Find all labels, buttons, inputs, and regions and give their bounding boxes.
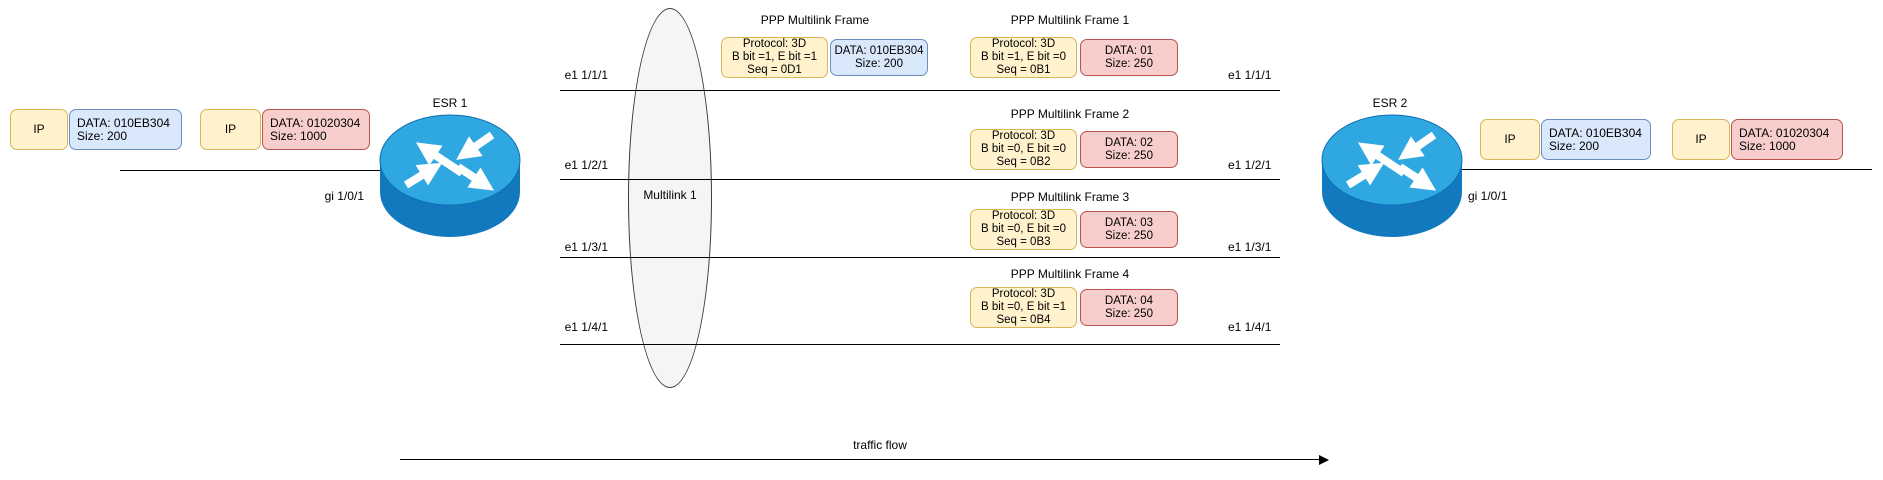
frame-protocol: Protocol: 3D [991, 288, 1056, 301]
interface-label-left-3: e1 1/3/1 [564, 240, 608, 254]
packet-ip-header: IP [1480, 119, 1540, 160]
multilink-bundle-ellipse [628, 8, 712, 388]
member-link-line-4 [560, 344, 1280, 346]
packet-ip-label: IP [33, 122, 45, 136]
router-name-right: ESR 2 [1372, 96, 1408, 110]
packet-data-line: DATA: 010EB304 [1549, 125, 1642, 140]
frame-protocol: Protocol: 3D [991, 130, 1056, 143]
packet-data-box: DATA: 01020304 Size: 1000 [262, 109, 370, 150]
router-name-left: ESR 1 [432, 96, 468, 110]
ppp-frame-data-box: DATA: 01 Size: 250 [1080, 39, 1178, 76]
ppp-frame-header-box: Protocol: 3D B bit =0, E bit =0 Seq = 0B… [970, 209, 1077, 250]
ppp-frame-data-box: DATA: 02 Size: 250 [1080, 131, 1178, 168]
interface-label-left-4: e1 1/4/1 [564, 320, 608, 334]
frame-protocol: Protocol: 3D [991, 210, 1056, 223]
ppp-frame-title: PPP Multilink Frame 2 [1010, 107, 1130, 121]
frame-data: DATA: 01 [1104, 44, 1154, 57]
packet-size-line: Size: 1000 [1739, 138, 1796, 153]
frame-bits: B bit =0, E bit =0 [980, 143, 1067, 156]
frame-size: Size: 250 [1105, 229, 1153, 242]
ppp-frame-header-box: Protocol: 3D B bit =1, E bit =0 Seq = 0B… [970, 37, 1077, 78]
port-label-left: gi 1/0/1 [324, 189, 364, 203]
access-link-line-left [120, 170, 386, 172]
ppp-frame-data-box: DATA: 010EB304 Size: 200 [830, 39, 928, 76]
interface-label-left-2: e1 1/2/1 [564, 158, 608, 172]
access-link-line-right [1462, 169, 1872, 171]
port-label-right: gi 1/0/1 [1468, 189, 1508, 203]
packet-data-line: DATA: 01020304 [270, 115, 361, 130]
frame-bits: B bit =0, E bit =1 [980, 301, 1067, 314]
packet-ip-header: IP [1672, 119, 1730, 160]
frame-bits: B bit =0, E bit =0 [980, 223, 1067, 236]
router-icon [379, 114, 521, 237]
frame-data: DATA: 02 [1104, 136, 1154, 149]
frame-protocol: Protocol: 3D [991, 38, 1056, 51]
frame-size: Size: 250 [1105, 149, 1153, 162]
frame-seq: Seq = 0B3 [996, 235, 1051, 248]
frame-bits: B bit =1, E bit =1 [731, 51, 818, 64]
frame-size: Size: 250 [1105, 307, 1153, 320]
ppp-frame-data-box: DATA: 04 Size: 250 [1080, 289, 1178, 326]
ppp-frame-header-box: Protocol: 3D B bit =0, E bit =0 Seq = 0B… [970, 129, 1077, 170]
interface-label-right-2: e1 1/2/1 [1228, 158, 1272, 172]
packet-size-line: Size: 200 [1549, 138, 1600, 153]
packet-data-line: DATA: 01020304 [1739, 125, 1830, 140]
interface-label-left-1: e1 1/1/1 [564, 68, 608, 82]
packet-ip-header: IP [10, 109, 68, 150]
ppp-frame-header-box: Protocol: 3D B bit =1, E bit =1 Seq = 0D… [721, 37, 828, 78]
frame-protocol: Protocol: 3D [742, 38, 807, 51]
frame-seq: Seq = 0B1 [996, 63, 1051, 76]
interface-label-right-1: e1 1/1/1 [1228, 68, 1272, 82]
member-link-line-2 [560, 179, 1280, 181]
packet-data-box: DATA: 010EB304 Size: 200 [1541, 119, 1651, 160]
packet-ip-label: IP [224, 122, 237, 136]
member-link-line-3 [560, 257, 1280, 259]
interface-label-right-4: e1 1/4/1 [1228, 320, 1272, 334]
packet-size-line: Size: 1000 [270, 128, 327, 143]
multilink-bundle-label: Multilink 1 [643, 188, 697, 202]
traffic-flow-arrow [400, 454, 1329, 465]
interface-label-right-3: e1 1/3/1 [1228, 240, 1272, 254]
packet-data-box: DATA: 01020304 Size: 1000 [1731, 119, 1843, 160]
ppp-frame-title: PPP Multilink Frame 3 [1010, 190, 1130, 204]
packet-ip-label: IP [1504, 132, 1516, 146]
member-link-line-1 [560, 90, 1280, 92]
frame-seq: Seq = 0B2 [996, 155, 1051, 168]
frame-size: Size: 250 [1105, 57, 1153, 70]
router-icon [1321, 114, 1463, 237]
packet-ip-label: IP [1695, 132, 1707, 146]
ppp-frame-data-box: DATA: 03 Size: 250 [1080, 211, 1178, 248]
frame-data: DATA: 04 [1104, 294, 1154, 307]
ppp-frame-title: PPP Multilink Frame [760, 13, 870, 27]
packet-size-line: Size: 200 [77, 128, 128, 143]
frame-size: Size: 200 [855, 57, 903, 70]
arrow-head-icon [1319, 454, 1329, 465]
frame-bits: B bit =1, E bit =0 [980, 51, 1067, 64]
frame-seq: Seq = 0D1 [747, 63, 802, 76]
frame-seq: Seq = 0B4 [996, 313, 1051, 326]
frame-data: DATA: 03 [1104, 216, 1154, 229]
traffic-flow-label: traffic flow [853, 438, 907, 452]
ppp-frame-title: PPP Multilink Frame 4 [1010, 267, 1130, 281]
frame-data: DATA: 010EB304 [834, 44, 924, 57]
packet-ip-header: IP [200, 109, 261, 150]
ppp-frame-header-box: Protocol: 3D B bit =0, E bit =1 Seq = 0B… [970, 287, 1077, 328]
ppp-frame-title: PPP Multilink Frame 1 [1010, 13, 1130, 27]
packet-data-line: DATA: 010EB304 [77, 115, 170, 130]
packet-data-box: DATA: 010EB304 Size: 200 [69, 109, 182, 150]
